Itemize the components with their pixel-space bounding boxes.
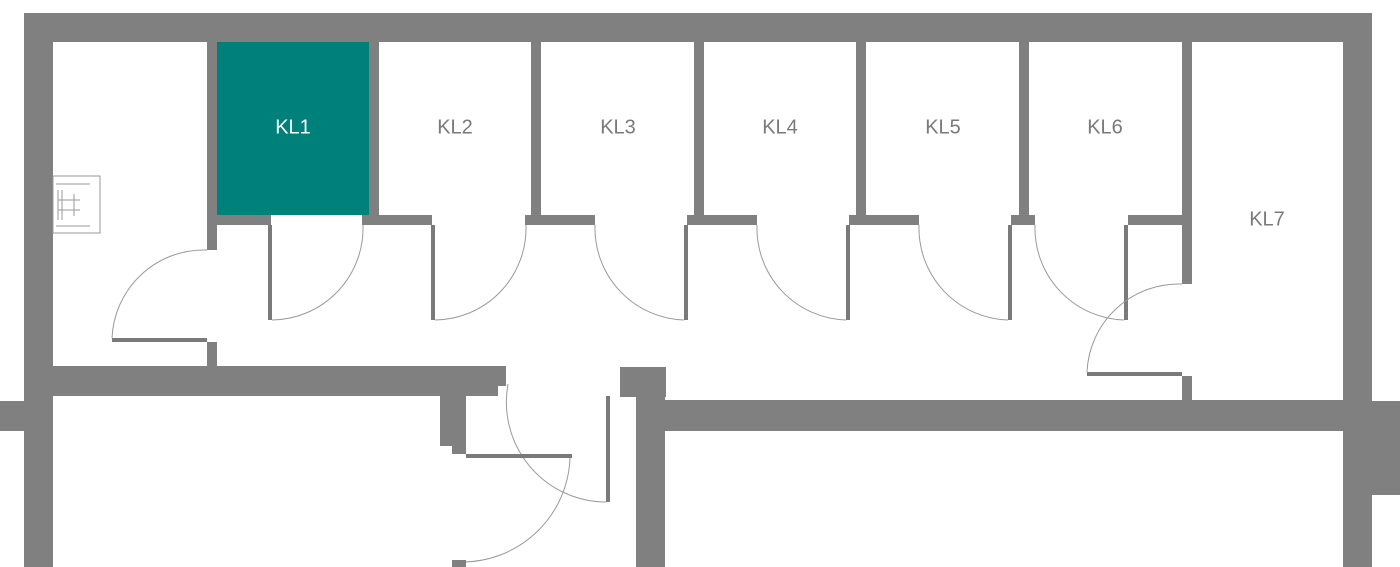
room-label-kl3: KL3 — [600, 116, 636, 138]
door-leaf-kl6 — [1124, 225, 1128, 320]
room-label-kl7: KL7 — [1249, 208, 1285, 230]
door-leaf-kl3 — [684, 225, 688, 320]
door-swing-kl3 — [594, 224, 685, 321]
wall-divider-1 — [369, 42, 379, 224]
wall-divider-0 — [207, 42, 217, 250]
room-kl4[interactable] — [704, 42, 855, 215]
front-wall-kl1-left — [207, 215, 271, 225]
wall-lower-left-jamb2 — [452, 440, 466, 454]
door-leaf-lower — [466, 454, 572, 458]
front-wall-kl1-right — [362, 215, 432, 225]
room-label-kl2: KL2 — [437, 116, 473, 138]
room-kl6[interactable] — [1029, 42, 1180, 215]
wall-lower-divider — [636, 396, 665, 567]
room-kl5[interactable] — [867, 42, 1018, 215]
room-kl3[interactable] — [542, 42, 694, 215]
wall-corridor-notch-left — [440, 366, 506, 386]
wall-divider-5 — [1019, 42, 1029, 224]
wall-stub-right — [1370, 401, 1400, 495]
door-leaf-left-room — [112, 338, 207, 342]
door-swing-kl5 — [918, 224, 1009, 321]
room-label-kl4: KL4 — [762, 116, 798, 138]
room-kl1[interactable] — [217, 42, 369, 215]
front-wall-kl5-left — [849, 215, 919, 225]
wall-corridor-bottom-right — [636, 400, 1343, 431]
front-wall-kl3-left — [525, 215, 595, 225]
wall-divider-6b — [1182, 376, 1192, 400]
wall-divider-6 — [1182, 42, 1192, 284]
wall-divider-2 — [531, 42, 541, 224]
door-swing-left-room — [111, 249, 208, 339]
room-label-kl5: KL5 — [925, 116, 961, 138]
room-label-kl6: KL6 — [1087, 116, 1123, 138]
wall-left — [24, 13, 53, 567]
wall-divider-3 — [694, 42, 704, 224]
door-swing-kl2 — [434, 224, 527, 321]
door-swing-kl4 — [756, 224, 847, 321]
door-swing-kl1 — [271, 224, 364, 321]
room-label-kl1: KL1 — [275, 116, 311, 138]
door-leaf-kl1 — [268, 225, 272, 320]
front-wall-kl6-left — [1011, 215, 1035, 225]
room-kl2[interactable] — [379, 42, 530, 215]
wall-lower-left-jamb — [440, 396, 466, 446]
wall-right — [1343, 13, 1372, 567]
wall-pillar — [620, 367, 666, 397]
door-swing-kl6 — [1034, 224, 1125, 321]
fixture-icon — [52, 175, 101, 234]
door-leaf-kl5 — [1008, 225, 1012, 320]
wall-divider-0b — [207, 342, 217, 366]
door-leaf-kl2 — [431, 225, 435, 320]
door-leaf-kl7 — [1087, 372, 1182, 376]
wall-corridor-bottom-left — [53, 366, 498, 396]
front-wall-kl6-right — [1128, 215, 1192, 225]
wall-top — [24, 13, 1372, 42]
wall-stub-left — [0, 401, 26, 431]
door-leaf-kl4 — [846, 225, 850, 320]
front-wall-kl4-left — [687, 215, 757, 225]
wall-lower-stub — [452, 560, 466, 567]
door-swing-entrance — [505, 383, 607, 503]
wall-divider-4 — [856, 42, 866, 224]
room-kl7[interactable] — [1192, 42, 1342, 400]
door-swing-kl7 — [1086, 283, 1183, 373]
door-leaf-entrance — [606, 396, 610, 502]
door-swing-lower — [461, 457, 571, 563]
